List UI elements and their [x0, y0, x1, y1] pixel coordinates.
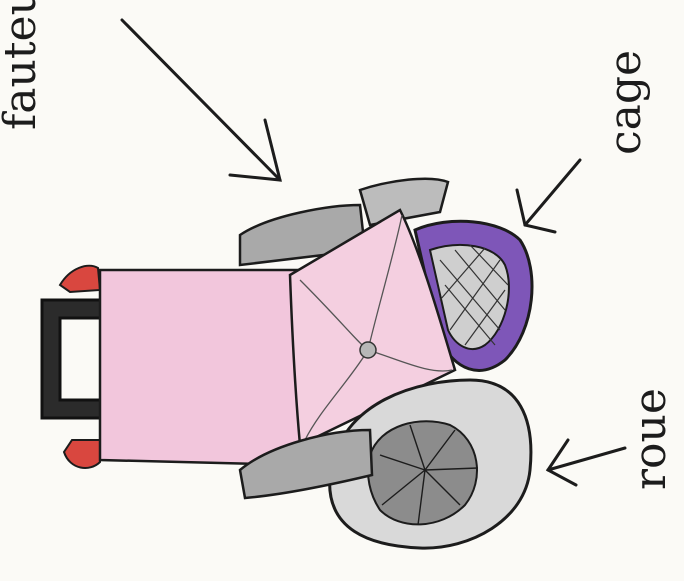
front-rest-top: [358, 177, 450, 227]
arrow-cage: [515, 158, 582, 234]
armrest-bottom: [238, 428, 374, 500]
cushion-seams: [299, 214, 453, 441]
label-cage: cage: [600, 50, 651, 155]
wheel-spokes: [379, 424, 479, 526]
cushion-button: [359, 341, 377, 359]
seat-cushion: [288, 208, 457, 447]
label-roue: roue: [625, 388, 676, 490]
arrow-roue: [545, 438, 627, 487]
arrow-fauteuil: [120, 18, 282, 182]
cage-mesh-lines: [439, 244, 509, 346]
backrest: [98, 268, 302, 467]
label-fauteuil: fauteuil: [0, 0, 46, 130]
